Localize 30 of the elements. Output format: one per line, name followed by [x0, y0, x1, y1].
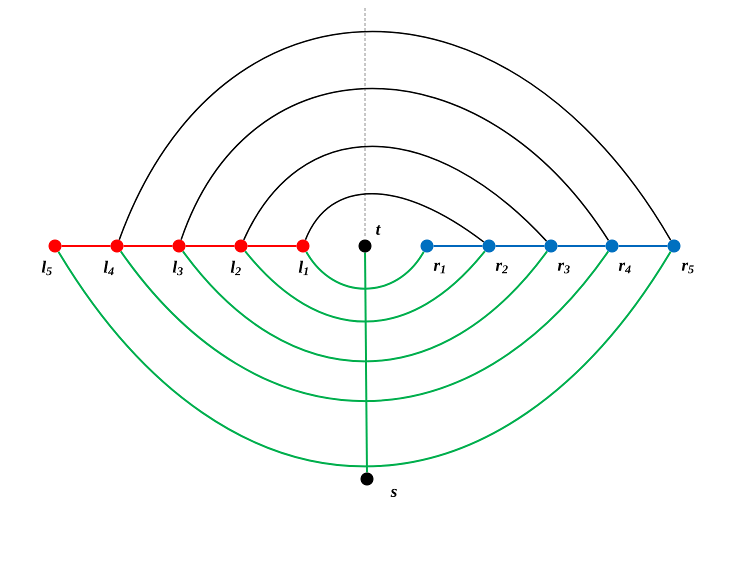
curve [120, 250, 609, 402]
line [434, 245, 482, 247]
line [62, 245, 110, 247]
line [186, 245, 234, 247]
vertex-label: r$_{4}$ [618, 262, 631, 274]
line [558, 245, 606, 247]
curve [243, 146, 547, 242]
vertex-label: r$_{1}$ [434, 262, 445, 274]
vertex-label: r$_{3}$ [558, 262, 570, 274]
vertex-label: l$_{5}$ [42, 260, 52, 276]
curve [182, 250, 548, 362]
curve [244, 250, 486, 322]
line [248, 245, 296, 247]
curve [304, 193, 484, 243]
line [496, 245, 544, 247]
line [364, 252, 368, 472]
line [124, 245, 172, 247]
curve [58, 251, 672, 467]
curve [180, 88, 610, 241]
curve [305, 251, 425, 290]
vertex-label: s [390, 488, 397, 498]
vertex-label: t [376, 225, 381, 235]
vertex-label: l$_{4}$ [104, 260, 114, 276]
vertex-label: l$_{1}$ [298, 260, 308, 276]
line [618, 245, 668, 247]
vertex-label: l$_{2}$ [230, 260, 241, 276]
vertex-label: r$_{2}$ [496, 262, 508, 274]
curve [118, 31, 672, 241]
vertex-label: r$_{5}$ [682, 262, 694, 274]
vertex-label: l$_{3}$ [172, 260, 183, 276]
